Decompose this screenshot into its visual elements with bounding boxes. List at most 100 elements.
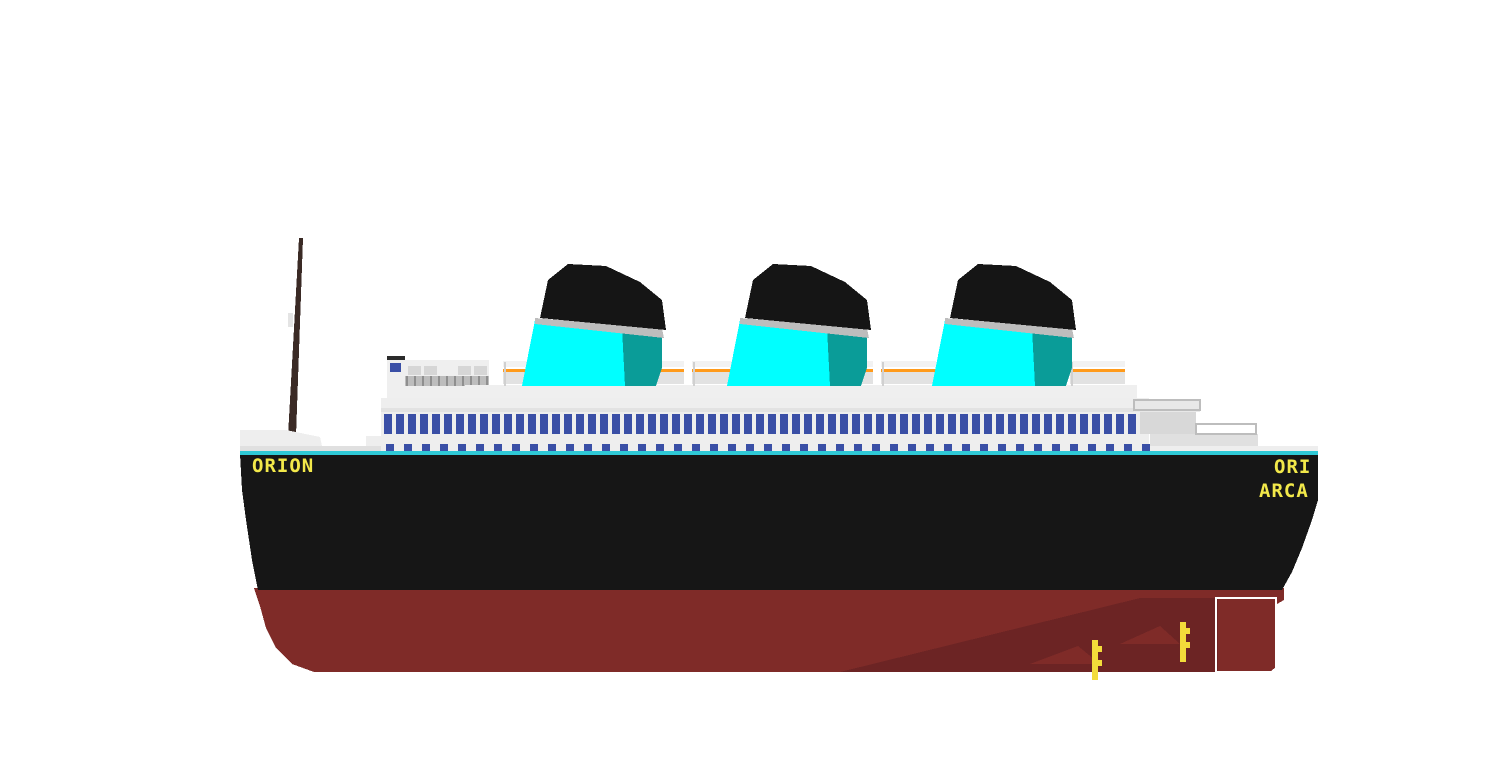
porthole xyxy=(764,444,772,452)
funnel-shade xyxy=(1032,328,1072,386)
promenade-windows xyxy=(384,414,1136,434)
porthole xyxy=(728,444,736,452)
lifeboat-stripe xyxy=(1070,369,1125,372)
porthole xyxy=(836,444,844,452)
porthole xyxy=(692,444,700,452)
lifeboat-cover xyxy=(881,361,936,367)
window xyxy=(540,414,548,434)
window xyxy=(852,414,860,434)
window xyxy=(1068,414,1076,434)
funnel-cap xyxy=(950,264,1076,330)
porthole xyxy=(1034,444,1042,452)
porthole xyxy=(962,444,970,452)
funnel xyxy=(727,264,871,386)
window xyxy=(420,414,428,434)
window xyxy=(1080,414,1088,434)
window xyxy=(924,414,932,434)
funnel-cap xyxy=(540,264,666,330)
window xyxy=(660,414,668,434)
hull-shadow xyxy=(840,598,1218,672)
stern-port-label: ARCA xyxy=(1259,480,1309,502)
bow-deck-edge xyxy=(240,446,390,452)
stern-rail-lower xyxy=(1195,423,1257,435)
rail-post xyxy=(414,376,416,386)
window xyxy=(528,414,536,434)
window xyxy=(612,414,620,434)
porthole xyxy=(458,444,466,452)
window xyxy=(444,414,452,434)
porthole xyxy=(674,444,682,452)
window xyxy=(624,414,632,434)
lifeboat-cover xyxy=(1070,361,1125,367)
funnel xyxy=(522,264,666,386)
window xyxy=(960,414,968,434)
window xyxy=(672,414,680,434)
funnels xyxy=(522,264,1076,386)
window xyxy=(432,414,440,434)
window xyxy=(876,414,884,434)
porthole xyxy=(800,444,808,452)
window xyxy=(792,414,800,434)
porthole xyxy=(1142,444,1150,452)
window xyxy=(756,414,764,434)
window xyxy=(708,414,716,434)
window xyxy=(780,414,788,434)
stern-name-plate: ORI ARCA xyxy=(1250,456,1316,506)
porthole xyxy=(1052,444,1060,452)
window xyxy=(636,414,644,434)
rail-post xyxy=(462,376,464,386)
window xyxy=(696,414,704,434)
window xyxy=(516,414,524,434)
rudder xyxy=(1215,597,1277,673)
porthole xyxy=(944,444,952,452)
porthole xyxy=(584,444,592,452)
window xyxy=(828,414,836,434)
porthole xyxy=(872,444,880,452)
foremast xyxy=(288,238,303,436)
stern-deck-lower xyxy=(1150,434,1258,448)
porthole xyxy=(980,444,988,452)
window xyxy=(996,414,1004,434)
rail-post xyxy=(406,376,408,386)
window xyxy=(1032,414,1040,434)
window xyxy=(408,414,416,434)
funnel-shade xyxy=(622,328,662,386)
rail-post xyxy=(470,376,472,386)
bridge-window xyxy=(390,363,401,372)
window xyxy=(468,414,476,434)
window xyxy=(1092,414,1100,434)
porthole xyxy=(548,444,556,452)
window xyxy=(804,414,812,434)
window xyxy=(456,414,464,434)
rail-post xyxy=(486,376,488,386)
bridge-railing-posts xyxy=(406,376,488,386)
lifeboat-hull xyxy=(881,372,936,384)
porthole xyxy=(494,444,502,452)
porthole xyxy=(818,444,826,452)
window xyxy=(972,414,980,434)
funnel-band xyxy=(740,318,869,338)
funnel xyxy=(932,264,1076,386)
window xyxy=(864,414,872,434)
porthole xyxy=(998,444,1006,452)
funnel-band xyxy=(945,318,1074,338)
porthole xyxy=(404,444,412,452)
window xyxy=(1020,414,1028,434)
porthole xyxy=(782,444,790,452)
window xyxy=(912,414,920,434)
lifeboat-stripe xyxy=(692,369,747,372)
davit xyxy=(882,362,884,386)
rail-post xyxy=(478,376,480,386)
window xyxy=(1116,414,1124,434)
window xyxy=(900,414,908,434)
window xyxy=(768,414,776,434)
porthole xyxy=(512,444,520,452)
window xyxy=(480,414,488,434)
window xyxy=(576,414,584,434)
window xyxy=(588,414,596,434)
stern-name-label: ORI xyxy=(1274,456,1312,478)
porthole xyxy=(926,444,934,452)
waterline-stripe xyxy=(240,451,1318,455)
